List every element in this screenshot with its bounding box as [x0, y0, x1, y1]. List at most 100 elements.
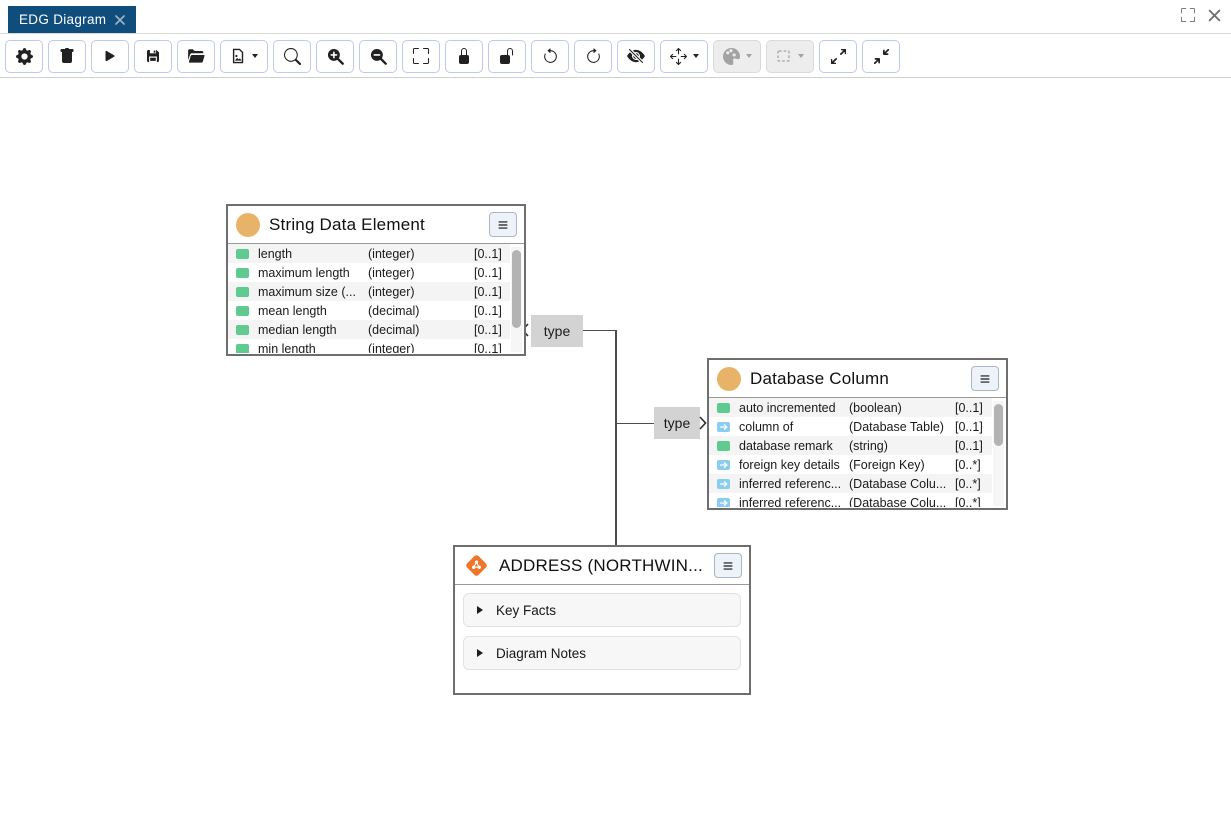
attribute-row[interactable]: length(integer)[0..1] [228, 244, 510, 263]
scrollbar-thumb[interactable] [994, 404, 1003, 446]
attribute-row[interactable]: median length(decimal)[0..1] [228, 320, 510, 339]
node-header[interactable]: String Data Element [228, 206, 524, 244]
tab-close-icon[interactable] [115, 15, 125, 25]
edge-line [583, 330, 616, 332]
node-menu-button[interactable] [714, 553, 742, 578]
run-button[interactable] [91, 40, 129, 73]
class-circle-icon [236, 213, 260, 237]
trash-icon [59, 48, 75, 64]
scrollbar-thumb[interactable] [512, 250, 521, 328]
zoom-in-button[interactable] [316, 40, 354, 73]
node-address-northwind[interactable]: ADDRESS (NORTHWIN... Key Facts Diagram N… [453, 545, 751, 695]
attribute-type: (Database Table) [849, 420, 955, 434]
node-database-column[interactable]: Database Column auto incremented(boolean… [707, 358, 1008, 510]
hamburger-menu-icon [496, 218, 510, 232]
style-button [713, 40, 761, 73]
tab-bar: EDG Diagram [0, 0, 1231, 34]
move-mode-button[interactable] [660, 40, 708, 73]
move-arrows-icon [670, 48, 687, 65]
attribute-list: length(integer)[0..1] maximum length(int… [228, 244, 510, 353]
scrollbar-track[interactable] [511, 247, 522, 352]
edge-line [615, 330, 617, 545]
folder-open-icon [187, 47, 205, 65]
chevron-down-icon [746, 54, 752, 58]
close-icon [1208, 9, 1221, 22]
attribute-icon [236, 287, 249, 297]
attribute-name: maximum length [258, 266, 368, 280]
maximize-button[interactable] [1181, 8, 1195, 22]
attribute-icon [236, 268, 249, 278]
instance-diamond-icon [463, 552, 490, 579]
attribute-name: length [258, 247, 368, 261]
attribute-row[interactable]: maximum length(integer)[0..1] [228, 263, 510, 282]
attribute-row[interactable]: maximum size (...(integer)[0..1] [228, 282, 510, 301]
relation-row[interactable]: inferred referenc...(Database Colu...[0.… [709, 493, 992, 507]
expand-all-button[interactable] [819, 40, 857, 73]
relation-row[interactable]: inferred referenc...(Database Colu...[0.… [709, 474, 992, 493]
section-key-facts[interactable]: Key Facts [463, 593, 741, 627]
relation-row[interactable]: foreign key details(Foreign Key)[0..*] [709, 455, 992, 474]
attribute-name: mean length [258, 304, 368, 318]
export-image-button[interactable] [220, 40, 268, 73]
attribute-icon [236, 306, 249, 316]
attribute-type: (integer) [368, 247, 474, 261]
attribute-type: (boolean) [849, 401, 955, 415]
attribute-cardinality: [0..1] [474, 285, 510, 299]
node-title: String Data Element [269, 215, 489, 235]
diagram-canvas[interactable]: type type String Data Element length(int… [0, 78, 1231, 823]
hamburger-menu-icon [721, 559, 735, 573]
magnifier-plus-icon [327, 48, 344, 65]
attribute-icon [236, 249, 249, 259]
attribute-row[interactable]: auto incremented(boolean)[0..1] [709, 398, 992, 417]
node-string-data-element[interactable]: String Data Element length(integer)[0..1… [226, 204, 526, 356]
window-close-button[interactable] [1208, 9, 1221, 22]
section-diagram-notes[interactable]: Diagram Notes [463, 636, 741, 670]
palette-icon [723, 48, 740, 65]
magnifier-icon [284, 48, 301, 65]
attribute-cardinality: [0..1] [955, 439, 992, 453]
settings-button[interactable] [5, 40, 43, 73]
floppy-disk-icon [145, 48, 161, 64]
search-button[interactable] [273, 40, 311, 73]
node-menu-button[interactable] [971, 366, 999, 391]
tab-edg-diagram[interactable]: EDG Diagram [8, 6, 136, 33]
edge-label-text: type [664, 415, 690, 431]
chevron-down-icon [693, 54, 699, 58]
node-header[interactable]: ADDRESS (NORTHWIN... [455, 547, 749, 585]
hide-button[interactable] [617, 40, 655, 73]
lock-open-icon [499, 48, 515, 64]
fit-screen-icon [413, 48, 429, 64]
edge-arrow-right-icon [699, 416, 707, 430]
collapse-arrows-icon [874, 49, 889, 64]
section-label: Diagram Notes [496, 646, 586, 661]
attribute-row[interactable]: mean length(decimal)[0..1] [228, 301, 510, 320]
node-menu-button[interactable] [489, 212, 517, 237]
edge-label-type[interactable]: type [531, 315, 583, 347]
unlock-button[interactable] [488, 40, 526, 73]
attribute-list: auto incremented(boolean)[0..1] column o… [709, 398, 992, 507]
attribute-row[interactable]: database remark(string)[0..1] [709, 436, 992, 455]
collapse-all-button[interactable] [862, 40, 900, 73]
save-button[interactable] [134, 40, 172, 73]
node-header[interactable]: Database Column [709, 360, 1006, 398]
attribute-cardinality: [0..1] [474, 247, 510, 261]
redo-button[interactable] [574, 40, 612, 73]
delete-button[interactable] [48, 40, 86, 73]
relation-arrow-icon [717, 422, 730, 432]
expand-arrows-icon [831, 49, 846, 64]
attribute-cardinality: [0..1] [474, 266, 510, 280]
relation-row[interactable]: column of(Database Table)[0..1] [709, 417, 992, 436]
attribute-row[interactable]: min length(integer)[0..1] [228, 339, 510, 353]
lock-closed-icon [456, 48, 472, 64]
attribute-cardinality: [0..*] [955, 496, 992, 508]
scrollbar-track[interactable] [993, 401, 1004, 506]
edge-line [616, 423, 654, 425]
edge-label-type[interactable]: type [654, 407, 700, 439]
lock-button[interactable] [445, 40, 483, 73]
open-button[interactable] [177, 40, 215, 73]
attribute-icon [717, 403, 730, 413]
attribute-name: inferred referenc... [739, 477, 849, 491]
undo-button[interactable] [531, 40, 569, 73]
zoom-fit-button[interactable] [402, 40, 440, 73]
zoom-out-button[interactable] [359, 40, 397, 73]
